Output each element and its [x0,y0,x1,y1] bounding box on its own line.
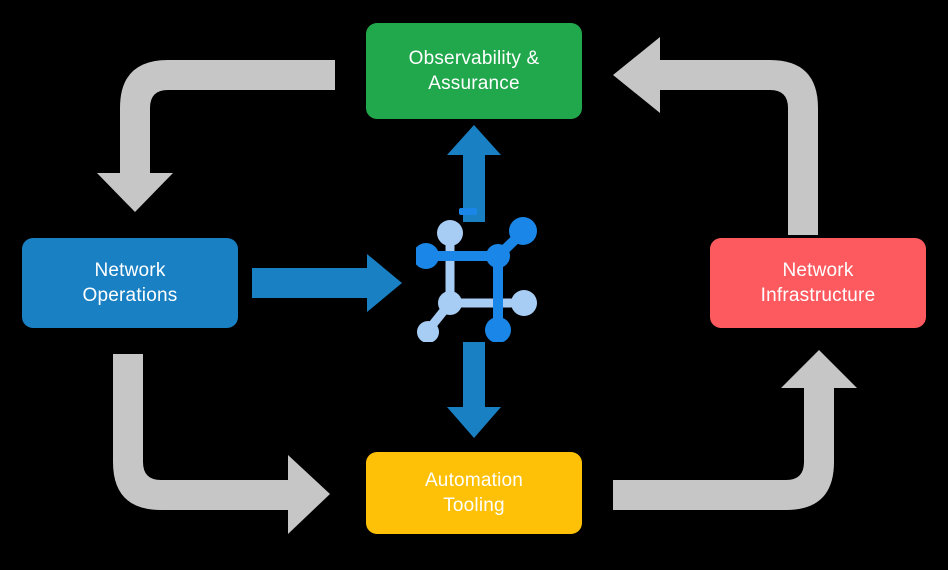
node-box-network-operations[interactable]: Network Operations [22,238,238,328]
node-label-network-operations: Network Operations [82,259,178,306]
gray-arrow-network-infrastructure-to-observability [613,37,818,235]
node-box-automation-tooling[interactable]: Automation Tooling [366,452,582,534]
node-box-observability-assurance[interactable]: Observability & Assurance [366,23,582,119]
node-label-network-infrastructure: Network Infrastructure [760,259,876,306]
node-label-observability-assurance: Observability & Assurance [408,47,540,94]
gray-arrow-automation-tooling-to-network-infrastructure [613,350,857,510]
network-icon-nodes [416,208,537,342]
blue-arrow-center-to-automation [447,342,501,438]
node-label-automation-tooling: Automation Tooling [424,469,524,516]
network-icon-edges [426,228,527,331]
gray-arrow-observability-to-network-operations [97,60,335,212]
blue-arrow-center-to-observability [447,125,501,222]
blue-arrow-operations-to-center [252,254,402,312]
network-topology-icon [416,208,537,342]
gray-arrow-network-operations-to-automation-tooling [113,354,330,534]
node-box-network-infrastructure[interactable]: Network Infrastructure [710,238,926,328]
